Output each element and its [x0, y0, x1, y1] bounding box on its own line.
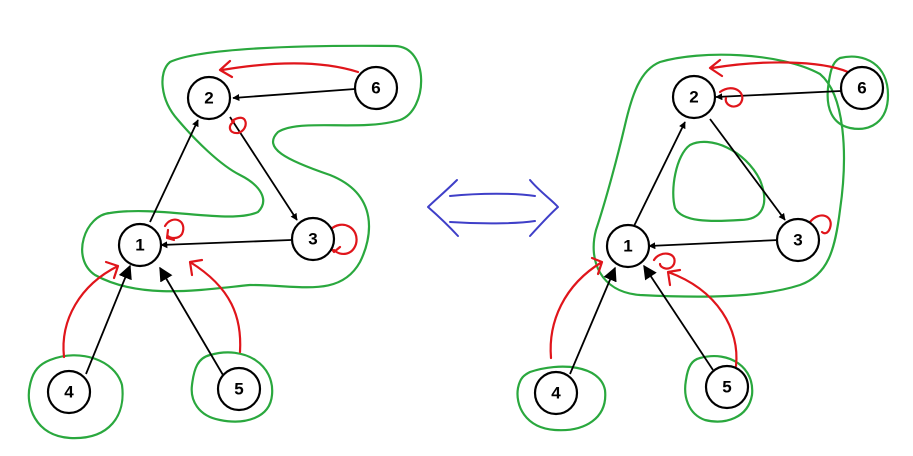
edge-6-to-2 — [232, 88, 356, 102]
svg-text:4: 4 — [64, 383, 74, 402]
red-loop-2 — [718, 87, 744, 108]
left-region-s-shape — [81, 44, 423, 293]
right-region-big-loop — [592, 53, 846, 298]
svg-text:3: 3 — [308, 230, 317, 249]
right-region-node5 — [684, 355, 754, 423]
red-loop-2 — [228, 116, 247, 135]
left-node-1: 1 — [117, 222, 163, 268]
svg-text:3: 3 — [793, 231, 802, 250]
edge-4-to-1 — [569, 266, 617, 375]
left-graph: 1 2 3 4 5 6 — [27, 44, 423, 440]
right-node-1: 1 — [605, 223, 651, 269]
svg-text:1: 1 — [135, 236, 144, 255]
svg-text:1: 1 — [623, 237, 632, 256]
edge-4-to-1 — [85, 264, 132, 375]
left-node-4: 4 — [46, 369, 92, 415]
edge-6-to-2 — [715, 90, 842, 101]
left-node-2: 2 — [186, 75, 232, 121]
red-arrow-5-to-1 — [188, 258, 242, 354]
red-loop-3 — [808, 214, 832, 235]
red-arrow-6-to-2 — [708, 58, 850, 78]
svg-text:2: 2 — [204, 89, 213, 108]
svg-text:5: 5 — [234, 380, 243, 399]
right-region-inner-triangle — [672, 140, 766, 223]
edge-5-to-1 — [643, 264, 714, 371]
edge-2-to-3 — [709, 118, 786, 221]
red-arrow-4-to-1 — [62, 260, 120, 359]
right-node-4: 4 — [533, 370, 579, 416]
red-arrow-5-to-1 — [666, 268, 738, 368]
edge-5-to-1 — [159, 266, 224, 376]
right-graph: 1 2 3 4 5 6 — [516, 53, 890, 432]
right-node-5: 5 — [704, 364, 750, 410]
right-node-6: 6 — [839, 65, 885, 111]
red-loop-1 — [163, 218, 185, 242]
svg-text:6: 6 — [371, 79, 380, 98]
svg-text:4: 4 — [551, 384, 561, 403]
left-node-3: 3 — [290, 216, 336, 262]
left-node-5: 5 — [216, 366, 262, 412]
edge-3-to-1 — [160, 239, 292, 249]
red-arrow-6-to-2 — [218, 59, 360, 79]
right-node-2: 2 — [671, 74, 717, 120]
svg-text:6: 6 — [857, 79, 866, 98]
svg-text:2: 2 — [689, 88, 698, 107]
left-region-node5 — [190, 351, 274, 423]
left-region-node4 — [27, 354, 124, 440]
equivalence-arrow — [427, 179, 559, 237]
red-arrow-4-to-1 — [549, 256, 604, 360]
right-region-node4 — [516, 365, 607, 432]
edge-1-to-2 — [633, 121, 686, 227]
edge-2-to-3 — [229, 116, 298, 221]
svg-text:5: 5 — [722, 378, 731, 397]
right-region-node6 — [826, 55, 890, 130]
left-node-6: 6 — [353, 65, 399, 111]
right-node-3: 3 — [775, 217, 821, 263]
edge-3-to-1 — [648, 239, 780, 250]
edge-1-to-2 — [149, 119, 199, 223]
red-loop-1 — [652, 252, 676, 270]
